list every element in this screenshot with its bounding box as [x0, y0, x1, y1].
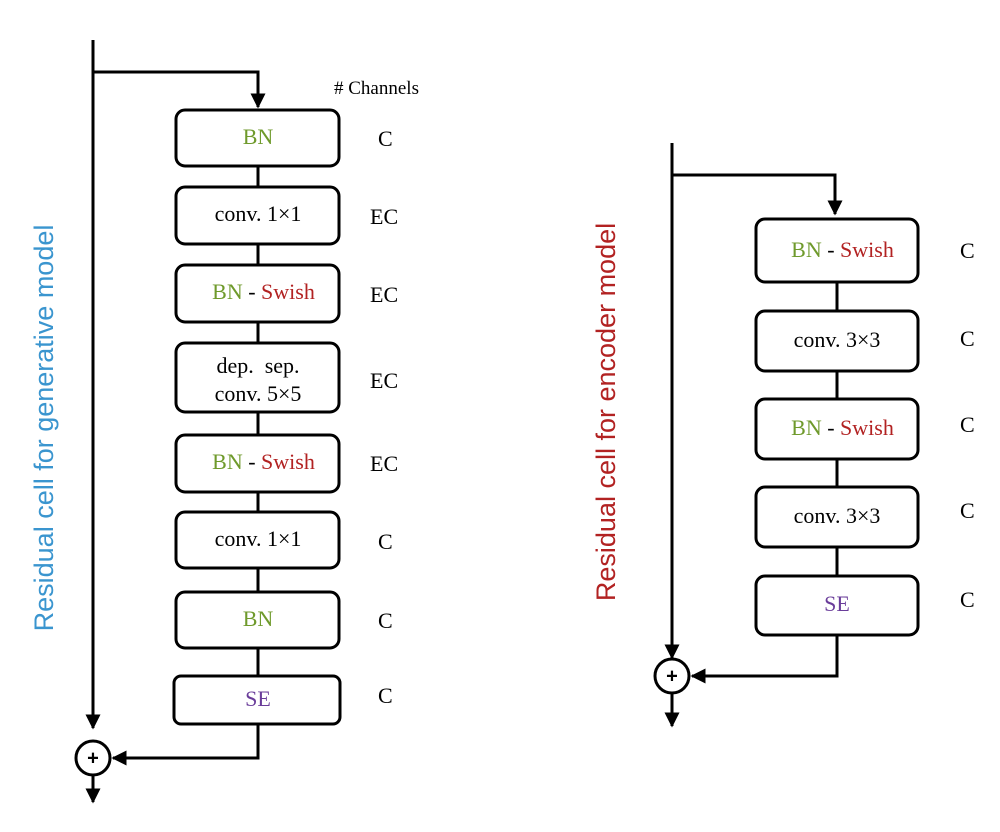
block-bn-swish — [754, 397, 920, 461]
generative-cell-title: Residual cell for generative model — [29, 225, 59, 632]
encoder-input-arrow — [672, 173, 843, 216]
channel-label: C — [378, 683, 393, 708]
encoder-cell-title: Residual cell for encoder model — [591, 223, 621, 601]
generative-cell: Residual cell for generative model # Cha… — [29, 40, 419, 804]
block-dep-sep-conv-5x5 — [174, 341, 341, 414]
block-bn-swish — [174, 263, 341, 324]
block-label: BN - Swish — [174, 279, 343, 304]
plus-icon: + — [666, 665, 678, 687]
generative-merge-arrow — [111, 724, 260, 766]
block-conv-1x1 — [174, 510, 341, 570]
plus-icon: + — [87, 747, 99, 769]
block-label: BN - Swish — [753, 415, 922, 440]
block-label: conv. 1×1 — [215, 526, 302, 551]
block-label: SE — [824, 591, 850, 616]
encoder-merge-arrow — [690, 635, 839, 684]
block-label: BN - Swish — [174, 449, 343, 474]
block-conv-3x3 — [754, 309, 920, 373]
block-bn — [174, 108, 341, 168]
channel-label: C — [960, 498, 975, 523]
channel-label: EC — [370, 451, 398, 476]
block-bn-swish — [174, 433, 341, 494]
channel-label: EC — [370, 282, 398, 307]
channel-label: C — [960, 238, 975, 263]
block-bn-swish — [754, 217, 920, 284]
channels-header: # Channels — [334, 78, 419, 99]
channel-label: C — [378, 608, 393, 633]
block-label: conv. 3×3 — [794, 327, 881, 352]
channel-label: EC — [370, 368, 398, 393]
channel-label: C — [960, 412, 975, 437]
block-label: BN — [243, 124, 274, 149]
channel-label: EC — [370, 204, 398, 229]
block-conv-3x3 — [754, 485, 920, 549]
block-bn — [174, 590, 341, 650]
block-label: dep. sep. — [216, 353, 299, 378]
block-label: conv. 1×1 — [215, 201, 302, 226]
block-label: conv. 5×5 — [215, 381, 302, 406]
block-label: BN - Swish — [753, 237, 922, 262]
block-label: BN — [243, 606, 274, 631]
channel-label: C — [378, 126, 393, 151]
encoder-cell: Residual cell for encoder model BN - Swi… — [591, 143, 975, 728]
channel-label: C — [378, 529, 393, 554]
block-label: SE — [245, 686, 271, 711]
block-label: conv. 3×3 — [794, 503, 881, 528]
channel-label: C — [960, 326, 975, 351]
channel-label: C — [960, 587, 975, 612]
block-conv-1x1 — [174, 185, 341, 246]
generative-input-arrow — [93, 70, 266, 109]
